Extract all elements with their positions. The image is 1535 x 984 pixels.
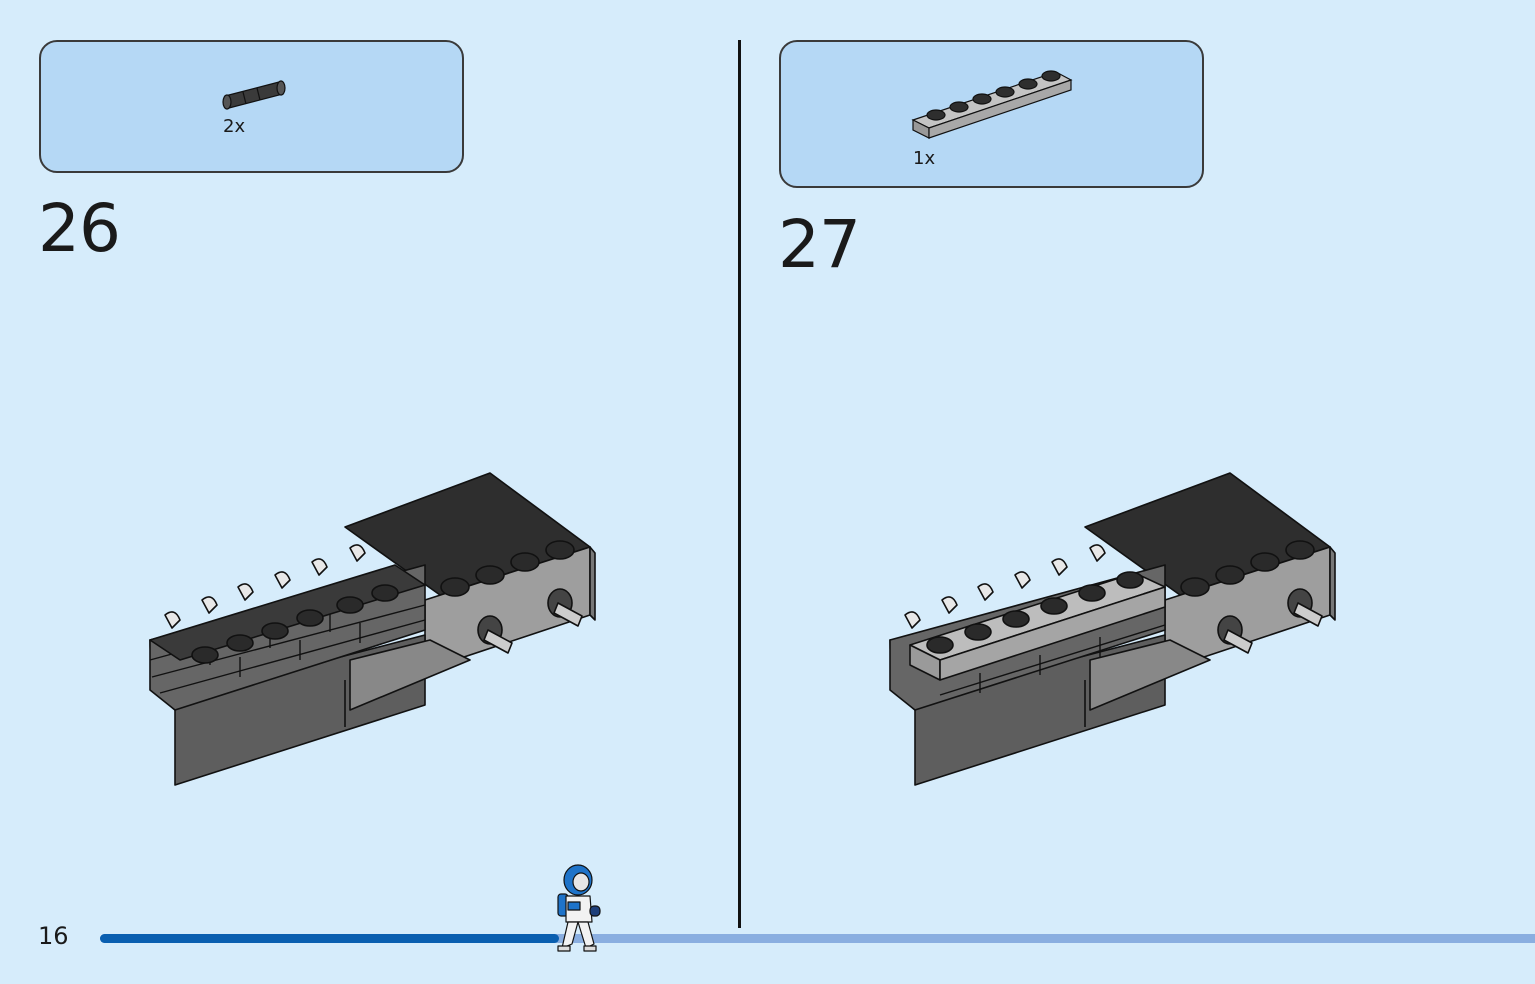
page-number: 16: [38, 922, 69, 950]
progress-track: [100, 934, 1535, 943]
step-27-parts-callout: 1x: [779, 40, 1204, 188]
step-26-model-illustration: [149, 472, 596, 786]
astronaut-minifigure-icon: [557, 864, 601, 952]
progress-fill: [100, 934, 559, 943]
page-divider: [738, 40, 741, 928]
step-26-parts-callout: 2x: [39, 40, 464, 173]
step-26-part-quantity: 2x: [223, 116, 246, 137]
grey-plate-icon: [911, 70, 1073, 139]
step-27-model-illustration: [889, 472, 1336, 786]
step-27-part-quantity: 1x: [913, 148, 936, 169]
step-26-number: 26: [38, 190, 121, 267]
pin-connector-icon: [222, 80, 286, 110]
step-27-number: 27: [778, 206, 861, 283]
